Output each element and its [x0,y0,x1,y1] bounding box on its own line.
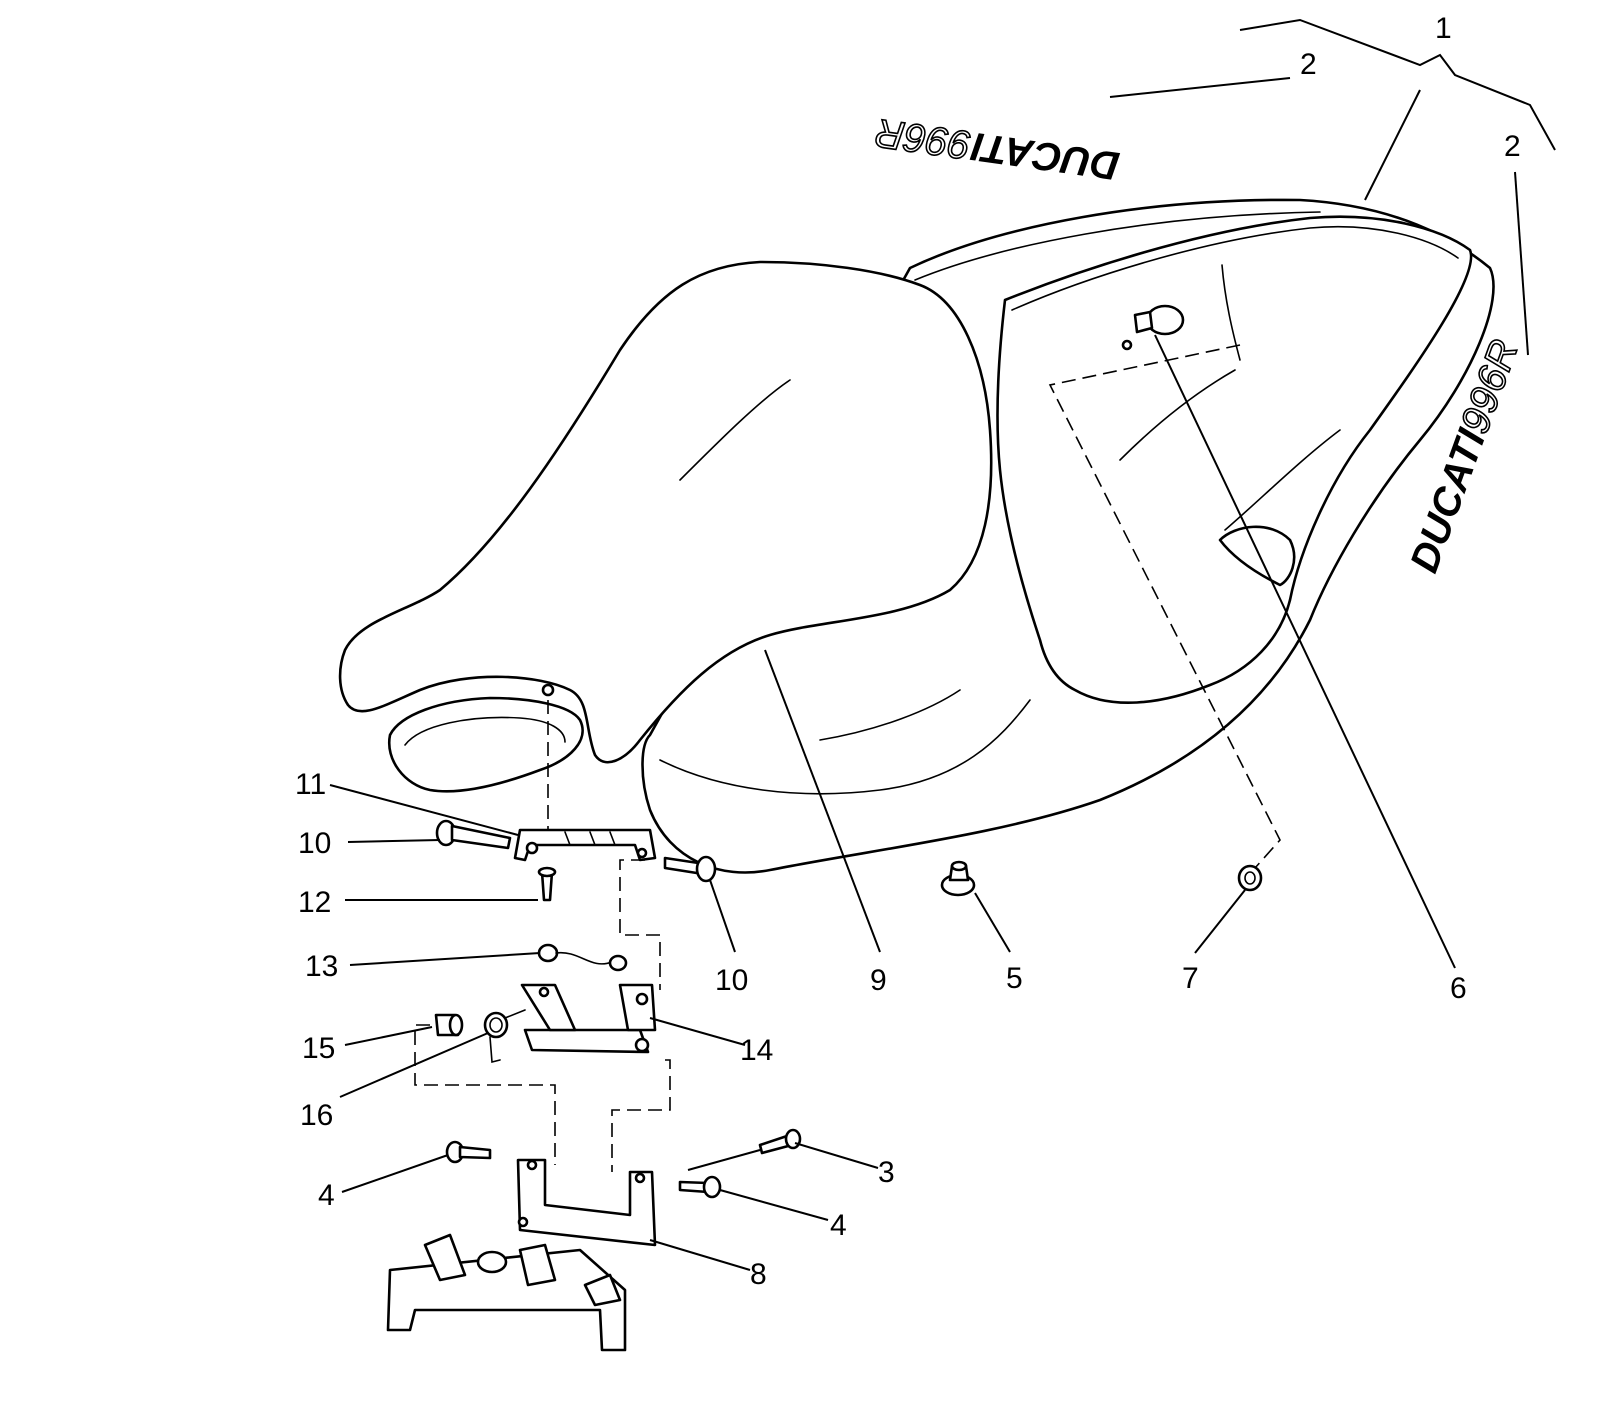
callout-2-side: 2 [1504,130,1521,163]
assembly-line-bracket-1 [619,859,661,990]
lower-bracket [516,1158,657,1247]
seat-side-contour-5 [1224,429,1341,531]
seat-hinge [520,983,657,1054]
rubber-buffer [940,860,976,897]
callout-4-right: 4 [830,1209,847,1242]
tail-top-seam [914,211,1321,281]
seat-side-contour-4 [1119,369,1236,461]
callout-16: 16 [300,1099,333,1132]
callout-3: 3 [878,1156,895,1189]
front-bracket [513,828,657,862]
callout-6: 6 [1450,972,1467,1005]
bolt-lower-left [445,1140,492,1164]
bolt-left [435,819,512,850]
callout-11: 11 [295,768,326,801]
rider-seat-pad [338,260,993,764]
decal-top-model-text: 996R [873,110,974,167]
callout-5: 5 [1006,962,1023,995]
seat-key-lock [1121,304,1185,351]
passenger-pad-piping [1011,225,1459,311]
bolt-right [663,855,717,883]
callout-13: 13 [305,950,338,983]
release-cable [537,943,628,972]
rider-seat-underside-rim [404,716,566,746]
callout-14: 14 [740,1034,773,1067]
seat-side-contour-2 [819,689,961,741]
hinge-spring [483,1009,526,1064]
assembly-line-bracket-2 [611,1059,671,1172]
front-fixing-hole [541,683,555,697]
passenger-pad-outline [996,215,1473,704]
seat-latch-wire [1221,264,1241,361]
assembly-line-bracket-3 [414,1024,556,1165]
callout-9: 9 [870,964,887,997]
callout-10-left: 10 [298,827,331,860]
callout-4-left: 4 [318,1179,335,1212]
assembly-line-tail [1048,344,1281,869]
decal-top-brand-text: DUCATI [968,124,1122,188]
leader-lines [329,18,1556,1271]
screw [537,866,557,902]
callout-numbers: 1 2 2 3 4 4 5 6 7 8 9 10 10 11 12 13 14 … [295,12,1521,1291]
rider-seat-underside [387,696,584,793]
spacer [434,1013,464,1037]
seat-assembly [338,198,1495,874]
callout-15: 15 [302,1032,335,1065]
callout-12: 12 [298,886,331,919]
seat-side-contour-3 [679,379,791,481]
callout-1: 1 [1435,12,1452,45]
callout-7: 7 [1182,962,1199,995]
callout-8: 8 [750,1258,767,1291]
grommet [1237,864,1263,892]
bolt-lower-right [678,1175,722,1199]
tail-light-cutout [1218,525,1296,587]
seat-side-contour-1 [659,699,1031,795]
seat-subframe-mount [386,1233,627,1352]
callout-2-top: 2 [1300,48,1317,81]
decal-top-group: DUCATI 996R [872,109,1122,188]
screw-lower [758,1128,802,1155]
callout-10-right: 10 [715,964,748,997]
